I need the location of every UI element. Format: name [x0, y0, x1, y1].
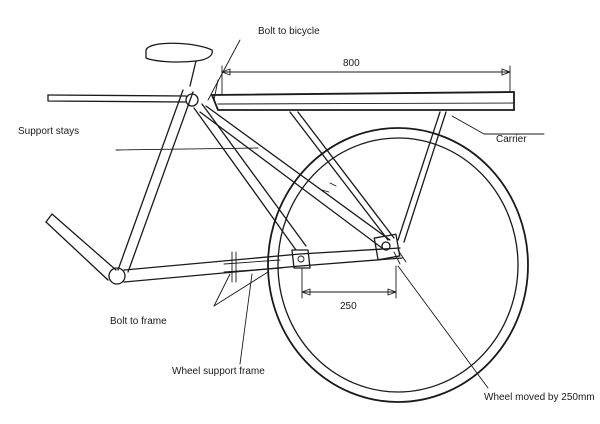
- carrier-platform: [211, 91, 515, 111]
- leader-lines: [115, 39, 545, 389]
- down-tube: [45, 213, 117, 281]
- label-dimension-250: 250: [340, 301, 357, 312]
- label-support-stays: Support stays: [18, 126, 79, 137]
- rear-wheel: [267, 127, 529, 403]
- label-dimension-800: 800: [343, 58, 360, 69]
- seat-tube: [117, 89, 194, 273]
- label-wheel-support-frame: Wheel support frame: [172, 366, 265, 377]
- dimension-wheel-offset: [301, 265, 397, 299]
- wheel-rim-inner: [277, 137, 519, 393]
- bottom-bracket: [108, 267, 126, 285]
- label-bolt-to-bicycle: Bolt to bicycle: [258, 26, 320, 37]
- tyre-tread-marks: [321, 182, 337, 193]
- axle-joint: [373, 233, 407, 265]
- wheel-tyre-outer: [267, 127, 529, 403]
- seat-stay: [193, 103, 307, 251]
- seat-cluster-joint: [185, 93, 199, 107]
- support-stays: [199, 105, 447, 249]
- label-wheel-moved: Wheel moved by 250mm: [484, 392, 595, 403]
- dimension-carrier-length: [221, 65, 511, 95]
- wheel-support-bracket: [223, 249, 311, 283]
- label-bolt-to-frame: Bolt to frame: [110, 316, 167, 327]
- chain-stay: [123, 247, 403, 283]
- top-tube: [47, 94, 187, 103]
- label-carrier: Carrier: [496, 134, 527, 145]
- saddle: [145, 42, 213, 87]
- seat-post: [189, 60, 197, 87]
